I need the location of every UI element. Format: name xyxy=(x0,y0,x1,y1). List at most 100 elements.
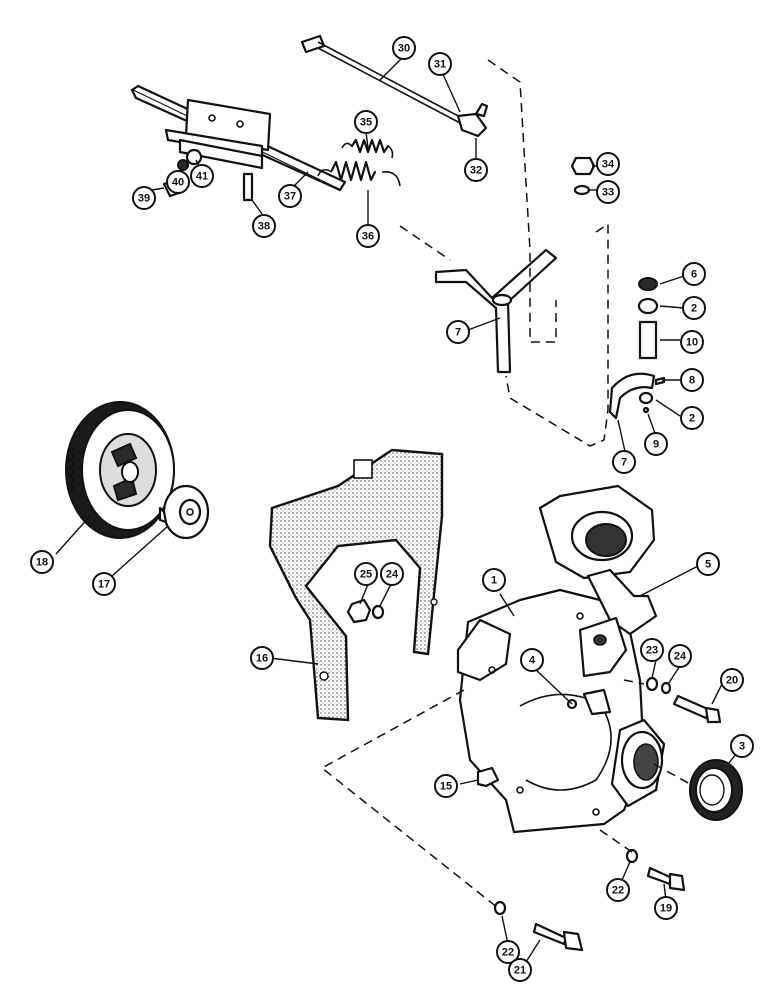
callout-circle xyxy=(464,158,488,182)
callout-c15: 15 xyxy=(434,774,458,798)
callout-circle xyxy=(668,644,692,668)
callout-number: 4 xyxy=(529,655,536,667)
callout-circle xyxy=(508,958,532,982)
callout-circle xyxy=(380,562,404,586)
callout-c21: 21 xyxy=(508,958,532,982)
callout-number: 32 xyxy=(470,165,482,177)
callout-c3: 3 xyxy=(730,734,754,758)
callout-circle xyxy=(640,638,664,662)
callout-c30: 30 xyxy=(392,36,416,60)
callout-c41: 41 xyxy=(190,164,214,188)
callout-c33: 33 xyxy=(596,180,620,204)
callout-number: 22 xyxy=(502,947,514,959)
callout-number: 36 xyxy=(362,231,374,243)
callout-circle xyxy=(92,572,116,596)
callout-circle xyxy=(682,296,706,320)
callout-circle xyxy=(520,648,544,672)
callout-number: 9 xyxy=(653,439,659,451)
callout-number: 21 xyxy=(514,965,526,977)
callout-circle xyxy=(278,184,302,208)
leader-lines xyxy=(55,55,737,963)
callout-number: 31 xyxy=(434,59,446,71)
callout-number: 24 xyxy=(674,651,687,663)
callout-circle xyxy=(606,878,630,902)
callout-number: 41 xyxy=(196,171,208,183)
callout-circle xyxy=(30,550,54,574)
lower-bolt-right xyxy=(625,848,686,892)
callout-circle xyxy=(680,368,704,392)
callout-circle xyxy=(446,320,470,344)
callout-c34: 34 xyxy=(596,152,620,176)
callout-number: 18 xyxy=(36,557,48,569)
callout-number: 3 xyxy=(739,741,745,753)
callout-number: 16 xyxy=(256,653,268,665)
plug xyxy=(476,766,500,788)
callout-circle xyxy=(354,110,378,134)
callout-number: 24 xyxy=(386,569,399,581)
callout-circle xyxy=(596,180,620,204)
callout-c20: 20 xyxy=(720,668,744,692)
callout-circle xyxy=(252,214,276,238)
callout-c22b: 22 xyxy=(496,940,520,964)
callout-number: 40 xyxy=(172,177,184,189)
bellcrank-lever xyxy=(434,248,558,374)
callout-c1: 1 xyxy=(482,568,506,592)
callout-circle xyxy=(644,432,668,456)
callout-circle xyxy=(730,734,754,758)
callout-number: 15 xyxy=(440,781,452,793)
callout-circle xyxy=(428,52,452,76)
callout-circle xyxy=(392,36,416,60)
callout-circle xyxy=(434,774,458,798)
callout-number: 22 xyxy=(612,885,624,897)
callout-c36: 36 xyxy=(356,224,380,248)
callout-c24a: 24 xyxy=(380,562,404,586)
callout-c5: 5 xyxy=(696,552,720,576)
callout-circle xyxy=(680,406,704,430)
callout-number: 38 xyxy=(258,221,270,233)
callout-circle xyxy=(482,568,506,592)
callout-c19: 19 xyxy=(654,896,678,920)
callout-c17: 17 xyxy=(92,572,116,596)
callout-circle xyxy=(654,896,678,920)
throttle-rod xyxy=(300,34,489,138)
callout-c31: 31 xyxy=(428,52,452,76)
callout-c2a: 2 xyxy=(682,296,706,320)
callout-number: 10 xyxy=(686,337,698,349)
callout-number: 2 xyxy=(691,303,697,315)
callout-circle xyxy=(132,186,156,210)
callout-number: 7 xyxy=(621,457,627,469)
callout-c6: 6 xyxy=(682,262,706,286)
callout-circle xyxy=(354,562,378,586)
callout-circle xyxy=(190,164,214,188)
callout-number: 20 xyxy=(726,675,738,687)
callout-c23: 23 xyxy=(640,638,664,662)
callout-number: 34 xyxy=(602,159,615,171)
gear-cap xyxy=(158,484,210,540)
callout-number: 1 xyxy=(491,575,497,587)
callout-number: 6 xyxy=(691,269,697,281)
bolt-and-washers xyxy=(645,676,722,724)
callout-c38: 38 xyxy=(252,214,276,238)
callout-number: 25 xyxy=(360,569,372,581)
pivot-stack xyxy=(608,277,666,420)
callout-circle xyxy=(596,152,620,176)
callout-c10: 10 xyxy=(680,330,704,354)
front-cover-housing xyxy=(456,484,666,834)
callout-c16: 16 xyxy=(250,646,274,670)
callout-c22a: 22 xyxy=(606,878,630,902)
callout-number: 37 xyxy=(284,191,296,203)
callout-number: 39 xyxy=(138,193,150,205)
callout-c24b: 24 xyxy=(668,644,692,668)
callout-c37: 37 xyxy=(278,184,302,208)
timing-gear xyxy=(65,401,175,539)
nut-and-washer xyxy=(570,156,596,196)
callout-number: 8 xyxy=(689,375,695,387)
callout-c4: 4 xyxy=(520,648,544,672)
callout-circle xyxy=(696,552,720,576)
callout-number: 7 xyxy=(455,327,461,339)
callout-c32: 32 xyxy=(464,158,488,182)
callout-circle xyxy=(720,668,744,692)
alignment-lines xyxy=(320,59,691,909)
cover-gasket xyxy=(268,448,444,722)
